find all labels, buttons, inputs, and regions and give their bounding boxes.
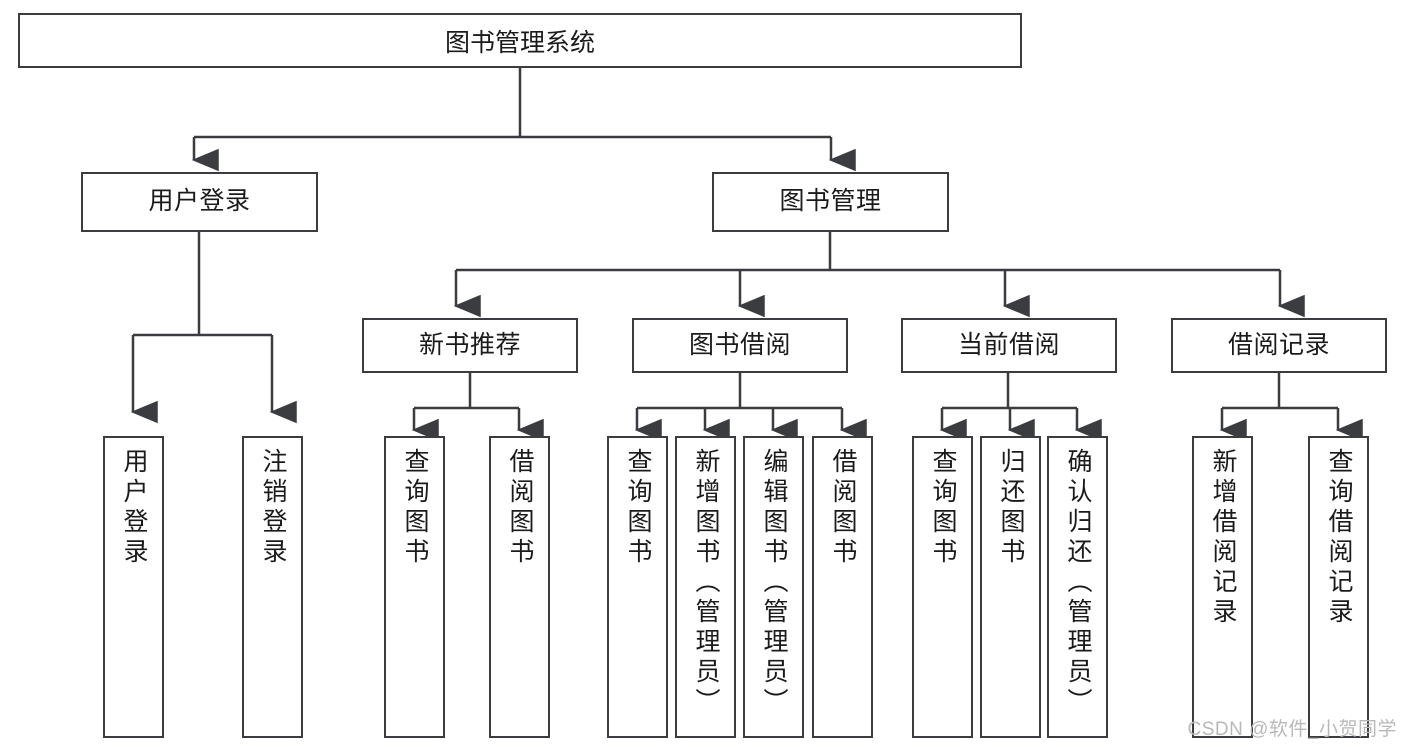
node-label: 借阅图书 [829, 448, 857, 568]
node-label: 图书管理系统 [444, 28, 595, 57]
node-leaf-add-record[interactable]: 新增借阅记录 [1192, 436, 1253, 738]
node-label: 用户登录 [120, 448, 148, 568]
node-leaf-query-book-2[interactable]: 查询图书 [607, 436, 668, 738]
node-root-system[interactable]: 图书管理系统 [18, 13, 1022, 68]
node-label: 确认归还（管理员） [1064, 448, 1092, 718]
watermark-text: CSDN @软件_小贺同学 [1187, 719, 1397, 740]
node-label: 图书管理 [779, 187, 882, 216]
node-current-borrow[interactable]: 当前借阅 [901, 318, 1117, 373]
node-book-manage[interactable]: 图书管理 [712, 172, 949, 232]
node-book-borrow[interactable]: 图书借阅 [632, 318, 848, 373]
node-label: 注销登录 [259, 448, 287, 568]
node-user-login[interactable]: 用户登录 [81, 172, 318, 232]
node-leaf-user-login[interactable]: 用户登录 [103, 436, 164, 738]
node-leaf-borrow-book-1[interactable]: 借阅图书 [489, 436, 550, 738]
node-new-book-recommend[interactable]: 新书推荐 [362, 318, 578, 373]
node-label: 借阅图书 [506, 448, 534, 568]
node-label: 新增图书（管理员） [692, 448, 720, 718]
node-leaf-query-book-1[interactable]: 查询图书 [384, 436, 445, 738]
node-leaf-edit-book[interactable]: 编辑图书（管理员） [743, 436, 804, 738]
node-leaf-return-book[interactable]: 归还图书 [980, 436, 1041, 738]
node-label: 编辑图书（管理员） [760, 448, 788, 718]
node-leaf-query-book-3[interactable]: 查询图书 [912, 436, 973, 738]
node-label: 新增借阅记录 [1209, 448, 1237, 628]
node-leaf-borrow-book-2[interactable]: 借阅图书 [812, 436, 873, 738]
node-leaf-add-book[interactable]: 新增图书（管理员） [675, 436, 736, 738]
node-label: 当前借阅 [957, 330, 1060, 359]
node-label: 图书借阅 [688, 330, 791, 359]
node-borrow-record[interactable]: 借阅记录 [1171, 318, 1387, 373]
node-leaf-confirm-return[interactable]: 确认归还（管理员） [1047, 436, 1108, 738]
node-label: 查询图书 [624, 448, 652, 568]
node-label: 查询图书 [401, 448, 429, 568]
node-label: 用户登录 [148, 187, 251, 216]
node-leaf-logout-login[interactable]: 注销登录 [242, 436, 303, 738]
node-label: 新书推荐 [418, 330, 521, 359]
node-label: 查询借阅记录 [1325, 448, 1353, 628]
node-leaf-query-record[interactable]: 查询借阅记录 [1308, 436, 1369, 738]
node-label: 借阅记录 [1227, 330, 1330, 359]
node-label: 归还图书 [997, 448, 1025, 568]
node-label: 查询图书 [929, 448, 957, 568]
